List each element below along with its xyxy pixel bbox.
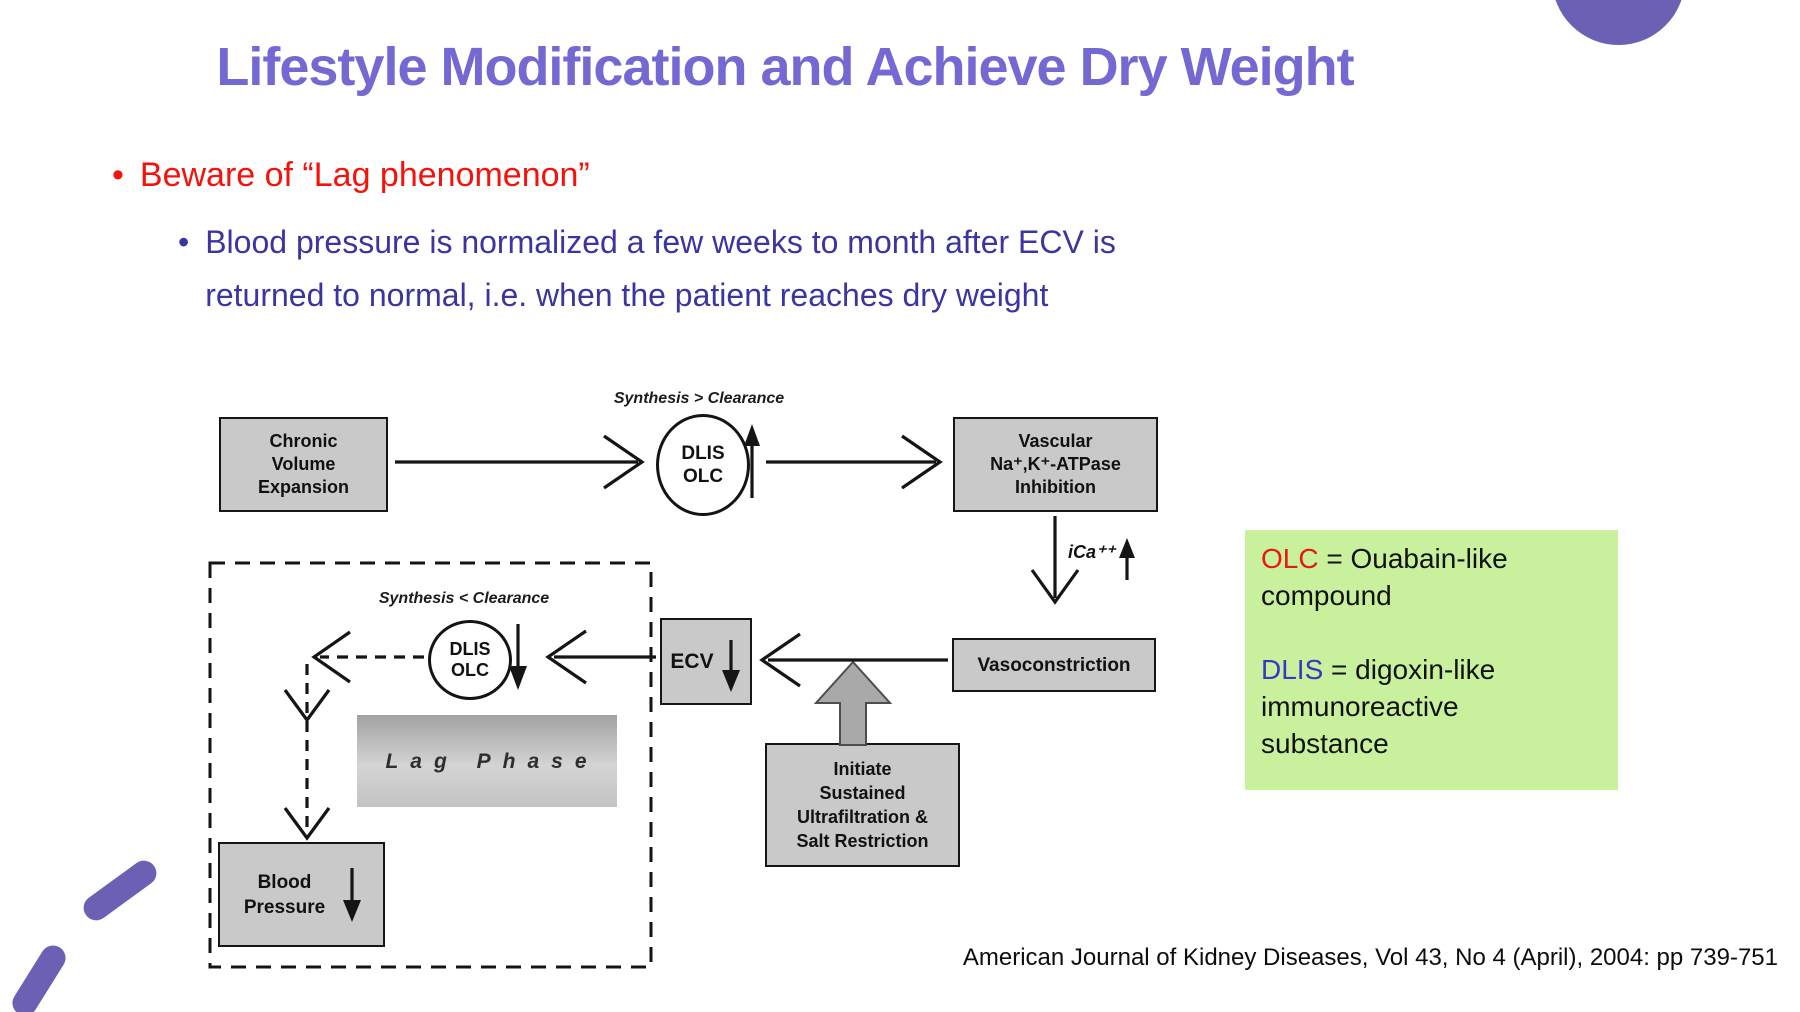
arrowhead-up-icon: [1119, 538, 1135, 558]
legend-box: OLC = Ouabain-like compound DLIS = digox…: [1245, 530, 1618, 790]
olc-definition-text: = Ouabain-like compound: [1261, 543, 1508, 611]
label-synthesis-lt-clearance: Synthesis < Clearance: [378, 590, 550, 607]
box-ecv: ECV: [660, 618, 752, 705]
arrowhead-down-icon: [1030, 569, 1080, 605]
bullet-text: Blood pressure is normalized a few weeks…: [205, 224, 1116, 313]
bullet-text: Beware of “Lag phenomenon”: [139, 156, 590, 194]
page-title: Lifestyle Modification and Achieve Dry W…: [216, 37, 1354, 97]
label-synthesis-gt-clearance: Synthesis > Clearance: [613, 390, 785, 407]
source-citation: American Journal of Kidney Diseases, Vol…: [962, 944, 1778, 971]
purple-dash-decoration: [78, 855, 162, 926]
arrowhead-down-icon: [283, 807, 331, 841]
arrowhead-left-icon: [759, 632, 801, 688]
box-initiate-ultrafiltration: Initiate Sustained Ultrafiltration & Sal…: [765, 743, 960, 867]
dlis-definition-text: = digoxin-like immunoreactive substance: [1261, 654, 1496, 759]
thick-up-arrow-icon: [813, 660, 893, 746]
corner-circle-decoration: [1552, 0, 1685, 45]
circle-dlis-olc-bottom: DLIS OLC: [428, 620, 512, 700]
box-chronic-volume-expansion: Chronic Volume Expansion: [219, 417, 388, 512]
box-blood-pressure: Blood Pressure: [218, 842, 385, 947]
arrowhead-right-icon: [901, 434, 943, 490]
box-lag-phase: Lag Phase: [357, 715, 617, 807]
label-intracellular-calcium: iCa⁺⁺: [1068, 542, 1116, 562]
circle-dlis-olc-top: DLIS OLC: [656, 414, 750, 516]
arrowhead-right-icon: [603, 434, 645, 490]
dlis-term: DLIS: [1261, 654, 1324, 685]
box-vascular-atpase-inhibition: Vascular Na⁺,K⁺-ATPase Inhibition: [953, 417, 1158, 512]
bullet-dot: •: [112, 156, 124, 194]
box-vasoconstriction: Vasoconstriction: [952, 638, 1156, 692]
legend-olc-definition: OLC = Ouabain-like compound: [1261, 540, 1602, 614]
arrowhead-left-icon: [545, 629, 587, 685]
purple-dash-decoration: [7, 940, 71, 1012]
arrowhead-up-icon: [744, 424, 760, 446]
arrowhead-down-icon: [283, 689, 331, 723]
legend-dlis-definition: DLIS = digoxin-like immunoreactive subst…: [1261, 651, 1602, 762]
arrowhead-left-icon: [311, 630, 351, 684]
bullet-item-blood-pressure-note: • Blood pressure is normalized a few wee…: [178, 216, 1116, 322]
arrowhead-down-icon: [509, 666, 527, 690]
bullet-item-lag-phenomenon: • Beware of “Lag phenomenon”: [112, 156, 590, 195]
bullet-dot: •: [178, 224, 190, 260]
olc-term: OLC: [1261, 543, 1319, 574]
